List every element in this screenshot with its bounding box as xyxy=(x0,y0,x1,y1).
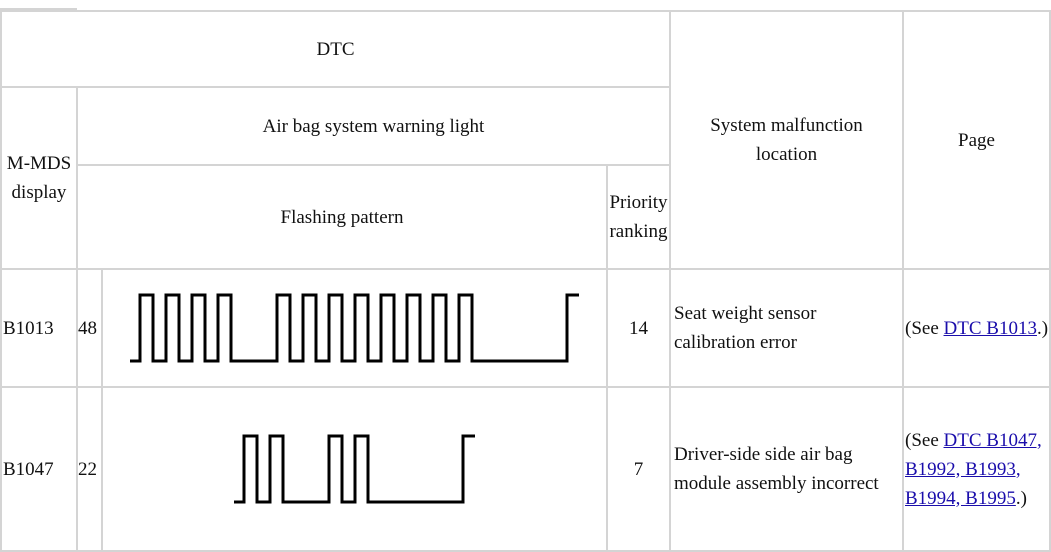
header-dtc: DTC xyxy=(0,10,671,88)
waveform-line xyxy=(234,434,475,504)
row-page: (See DTC B1047, B1992, B1993, B1994, B19… xyxy=(902,386,1051,552)
flashing-pattern-cell xyxy=(101,268,608,388)
waveform-line xyxy=(130,293,579,363)
row-location: Driver-side side air bag module assembly… xyxy=(669,386,904,552)
row-location: Seat weight sensor calibration error xyxy=(669,268,904,388)
flashing-pattern-cell xyxy=(101,386,608,552)
header-warning-light: Air bag system warning light xyxy=(76,86,671,166)
row-mmds: B1047 xyxy=(0,386,78,552)
flashing-pattern-waveform xyxy=(130,293,579,363)
row-priority: 14 xyxy=(606,268,671,388)
row-page: (See DTC B1013.) xyxy=(902,268,1051,388)
row-priority: 7 xyxy=(606,386,671,552)
header-flashing-pattern: Flashing pattern xyxy=(76,164,608,270)
header-malfunction-location: System malfunction location xyxy=(669,10,904,270)
page-link[interactable]: DTC B1047, B1992, B1993, B1994, B1995 xyxy=(905,429,1042,509)
page-suffix: .) xyxy=(1036,317,1049,339)
flashing-pattern-waveform xyxy=(234,434,475,504)
header-priority-ranking: Priority ranking xyxy=(606,164,671,270)
row-code: 48 xyxy=(76,268,103,388)
page-prefix: (See xyxy=(905,317,944,339)
page-link[interactable]: DTC B1013 xyxy=(943,317,1037,339)
row-code: 22 xyxy=(76,386,103,552)
row-mmds: B1013 xyxy=(0,268,78,388)
header-mmds-display: M-MDS display xyxy=(0,86,78,270)
header-page: Page xyxy=(902,10,1051,270)
page-suffix: .) xyxy=(1015,487,1027,509)
top-divider xyxy=(0,8,77,10)
page-prefix: (See xyxy=(905,429,944,451)
